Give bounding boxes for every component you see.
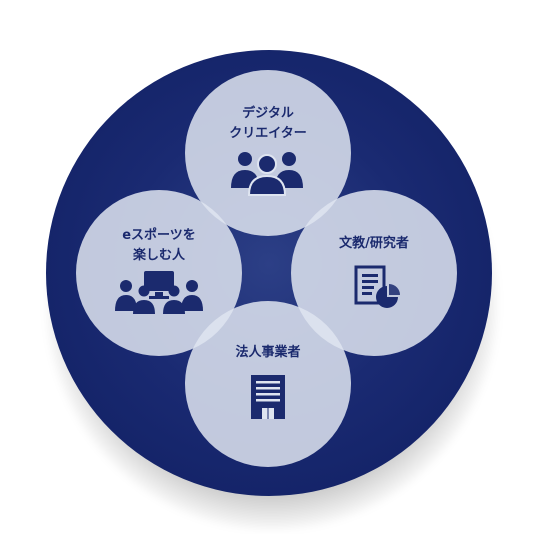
- gamers-at-screen-icon: [114, 269, 204, 315]
- document-chart-icon: [354, 265, 400, 309]
- node-digital-creator-label: デジタル クリエイター: [229, 106, 307, 141]
- node-corporate-label: 法人事業者: [235, 345, 301, 360]
- node-esports-label: eスポーツを 楽しむ人: [122, 228, 196, 263]
- people-group-icon: [229, 148, 305, 196]
- office-building-icon: [249, 373, 287, 421]
- node-education-research-label: 文教/研究者: [339, 236, 409, 251]
